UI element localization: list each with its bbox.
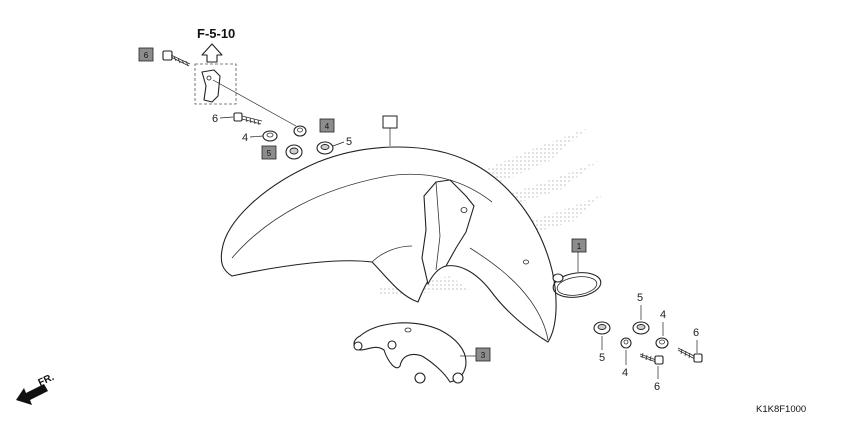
bolt-lower-icon — [639, 347, 703, 365]
callout-6-upper: 6 — [212, 113, 218, 125]
svg-text:5: 5 — [267, 149, 272, 158]
hose-clip-part — [552, 272, 602, 298]
diagram-code: K1K8F1000 — [756, 404, 806, 415]
grommet-lower-icon — [593, 321, 650, 335]
reference-label: F-5-10 — [197, 26, 235, 41]
callout-box-5: 5 — [261, 145, 277, 160]
front-fender-part — [220, 146, 557, 343]
svg-text:4: 4 — [325, 122, 330, 131]
stay-bracket-part — [194, 63, 237, 105]
leader-6-upper — [219, 116, 234, 119]
svg-text:3: 3 — [481, 351, 486, 360]
callout-box-3: 3 — [475, 347, 491, 362]
collar-lower-icon — [620, 337, 669, 349]
fork-brace-part — [353, 322, 467, 384]
bolt-icon-2 — [233, 112, 263, 126]
fender-label-box — [382, 115, 398, 129]
svg-text:6: 6 — [144, 51, 149, 60]
leader-bracket — [212, 79, 297, 127]
callout-5-upper: 5 — [346, 136, 352, 148]
reference-arrow — [201, 43, 223, 63]
leader-4-upper — [249, 135, 264, 138]
callout-5-lower-right: 5 — [637, 292, 643, 304]
callout-6-lower-left: 6 — [654, 381, 660, 393]
callout-box-4: 4 — [319, 118, 335, 133]
direction-label: FR. — [37, 372, 56, 389]
callout-5-lower-left: 5 — [599, 352, 605, 364]
callout-box-6: 6 — [138, 47, 154, 62]
svg-text:1: 1 — [577, 242, 582, 251]
front-direction-arrow-icon — [16, 384, 48, 405]
leader-5-upper — [332, 141, 345, 147]
callout-4-lower-right: 4 — [660, 309, 666, 321]
grommet-part — [285, 141, 334, 160]
callout-4-lower-left: 4 — [622, 367, 628, 379]
callout-box-1: 1 — [571, 238, 587, 253]
collar-part — [262, 125, 307, 142]
bolt-icon — [162, 50, 191, 67]
callout-6-lower-right: 6 — [693, 327, 699, 339]
callout-4-upper: 4 — [242, 132, 248, 144]
